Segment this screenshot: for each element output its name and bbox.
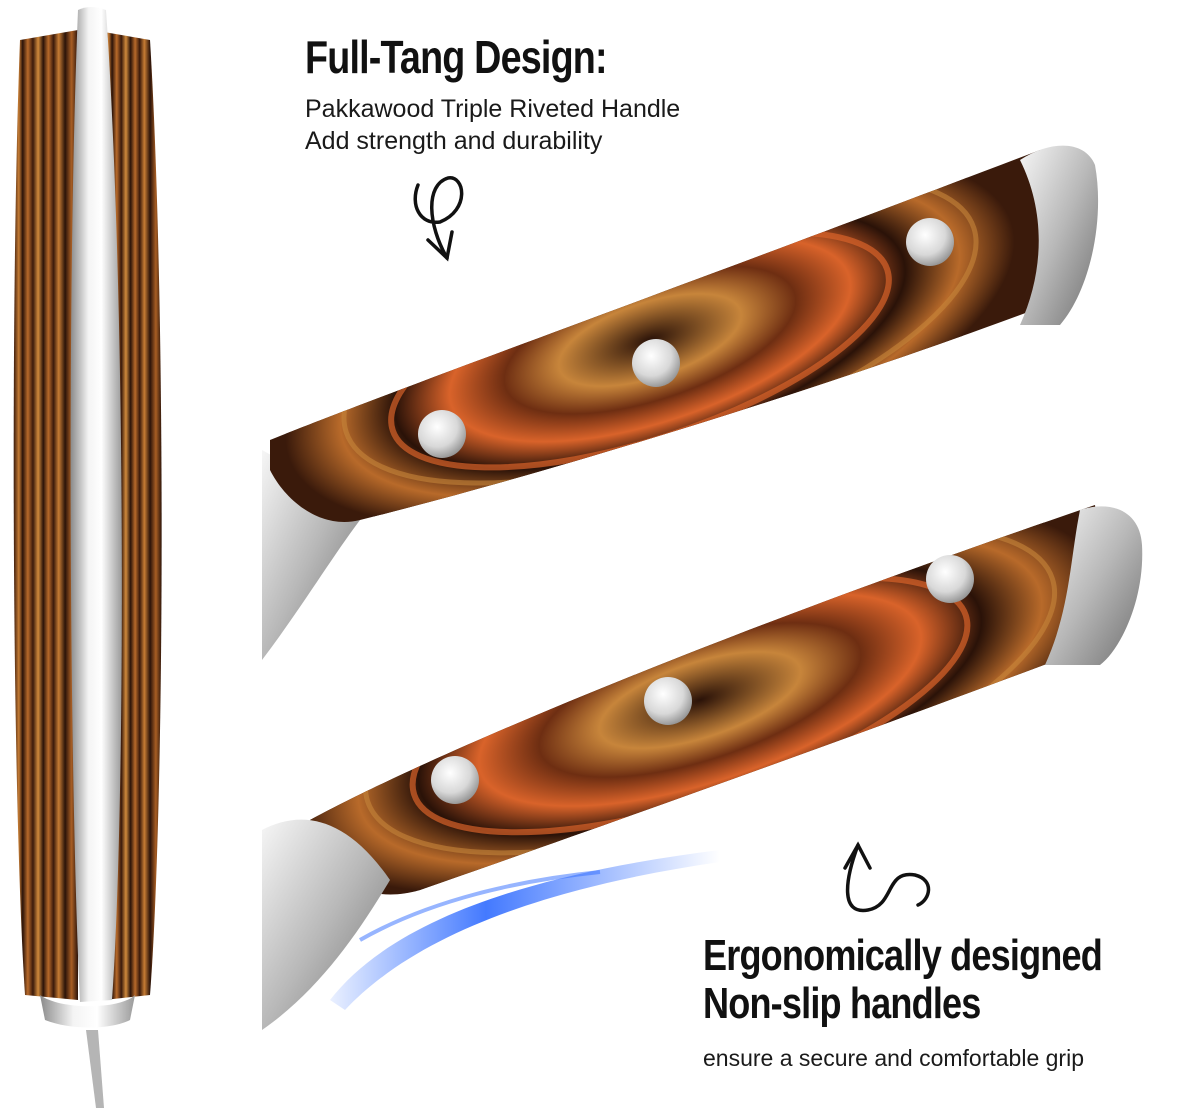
full-tang-title: Full-Tang Design:	[305, 31, 608, 83]
vertical-handle	[13, 7, 162, 1108]
full-tang-callout: Full-Tang Design: Pakkawood Triple Rivet…	[305, 32, 680, 157]
full-tang-line-2: Add strength and durability	[305, 126, 603, 155]
ergonomic-title-line-1: Ergonomically designed	[703, 931, 1103, 980]
upper-handle	[262, 145, 1099, 660]
ergonomic-callout: Ergonomically designed Non-slip handles …	[703, 932, 1190, 1074]
ergonomic-subtitle: ensure a secure and comfortable grip	[703, 1045, 1084, 1071]
grip-glow-secondary	[359, 870, 601, 942]
curly-arrow-down-icon	[413, 176, 464, 262]
curly-arrow-up-icon	[843, 841, 931, 913]
grip-glow	[330, 850, 720, 1010]
ergonomic-title-line-2: Non-slip handles	[703, 979, 981, 1028]
full-tang-line-1: Pakkawood Triple Riveted Handle	[305, 94, 681, 123]
